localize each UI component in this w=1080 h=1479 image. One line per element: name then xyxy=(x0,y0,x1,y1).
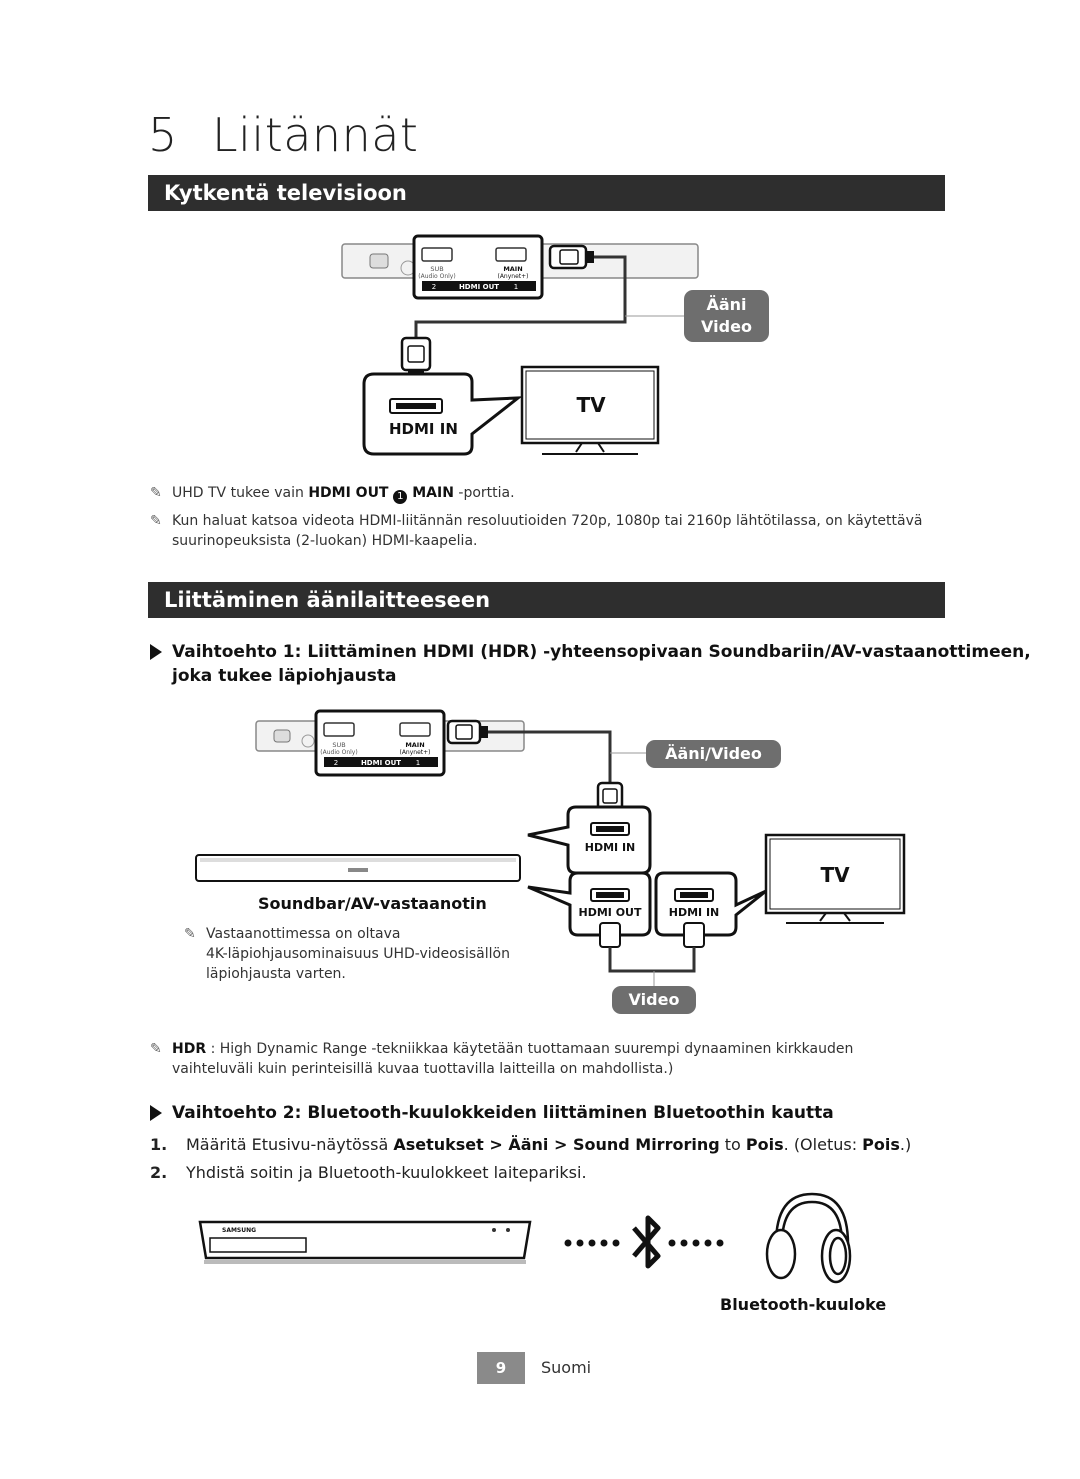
bluetooth-icon xyxy=(632,1215,661,1269)
port-main-label: MAIN xyxy=(503,265,522,273)
svg-text:TV: TV xyxy=(820,863,850,887)
power-port xyxy=(369,253,389,269)
triangle-bullet-icon xyxy=(150,644,162,660)
section-title-tv-connection: Kytkentä televisioon xyxy=(148,175,945,211)
svg-text:HDMI IN: HDMI IN xyxy=(585,841,636,854)
chapter-title: Liitännät xyxy=(212,108,419,162)
note-hdr: ✎ HDR : High Dynamic Range -tekniikkaa k… xyxy=(150,1041,854,1077)
port-sub-sublabel: (Audio Only) xyxy=(418,273,455,280)
tv-screen xyxy=(764,833,906,915)
hdmi-out-label: HDMI OUT xyxy=(459,283,499,291)
port-number-1: 1 xyxy=(514,283,518,291)
step-2: 2. Yhdistä soitin ja Bluetooth-kuulokkee… xyxy=(150,1163,587,1182)
page-number: 9 xyxy=(477,1352,525,1384)
note-pen-icon: ✎ xyxy=(150,513,162,529)
bluetooth-diagram: SAMSUNG xyxy=(198,1192,852,1284)
headphones-icon xyxy=(765,1192,852,1284)
language-label: Suomi xyxy=(541,1358,592,1377)
svg-text:HDMI OUT: HDMI OUT xyxy=(361,759,401,767)
bluetooth-headphone-label: Bluetooth-kuuloke xyxy=(720,1295,887,1314)
soundbar-hdmi-out-callout xyxy=(527,871,652,937)
hdmi-in-label: HDMI IN xyxy=(389,420,458,438)
hdmi-in-callout xyxy=(362,372,523,456)
step-1: 1. Määritä Etusivu-näytössä Asetukset > … xyxy=(150,1135,912,1154)
note-cable: ✎ Kun haluat katsoa videota HDMI-liitänn… xyxy=(150,513,923,549)
svg-text:(Audio Only): (Audio Only) xyxy=(320,749,357,756)
section-title-audio-connection: Liittäminen äänilaitteeseen xyxy=(148,582,945,618)
pill-line-audio: Ääni xyxy=(706,295,747,314)
note-pen-icon: ✎ xyxy=(150,1041,162,1057)
svg-text:SUB: SUB xyxy=(332,741,345,749)
tv-connection-diagram: SUB (Audio Only) MAIN (Anynet+) HDMI OUT… xyxy=(341,234,699,456)
triangle-bullet-icon xyxy=(150,1105,162,1121)
port-number-2: 2 xyxy=(432,283,436,291)
audio-video-pill: Ääni Video xyxy=(684,290,769,342)
note-uhd: ✎ UHD TV tukee vain HDMI OUT 1 MAIN -por… xyxy=(150,485,515,504)
tv-screen xyxy=(520,365,660,445)
hdmi-port-sub xyxy=(421,247,453,262)
svg-text:MAIN: MAIN xyxy=(405,741,424,749)
pill-line-video: Video xyxy=(701,317,752,336)
hdmi-out-strip xyxy=(422,281,536,291)
tv-hdmi-in-callout xyxy=(654,871,767,937)
hdmi-cable-to-soundbar xyxy=(488,730,612,783)
circled-number-icon: 1 xyxy=(393,490,408,504)
tv-stand xyxy=(786,912,884,924)
svg-text:2: 2 xyxy=(334,759,338,767)
svg-text:HDMI IN: HDMI IN xyxy=(669,906,720,919)
soundbar-connection-diagram: SUB (Audio Only) MAIN (Anynet+) HDMI OUT… xyxy=(195,709,906,989)
disc-tray xyxy=(209,1237,307,1253)
port-sub-label: SUB xyxy=(430,265,443,273)
tv-label: TV xyxy=(576,393,606,417)
port-main-sublabel: (Anynet+) xyxy=(497,273,528,280)
tv-stand xyxy=(542,442,638,455)
player-brand: SAMSUNG xyxy=(222,1227,256,1234)
svg-text:1: 1 xyxy=(416,759,420,767)
soundbar-hdmi-in-callout xyxy=(527,805,652,875)
note-pen-icon: ✎ xyxy=(150,485,162,501)
svg-text:(Anynet+): (Anynet+) xyxy=(399,749,430,756)
option2-heading: Vaihtoehto 2: Bluetooth-kuulokkeiden lii… xyxy=(150,1101,950,1127)
bluray-player xyxy=(198,1220,532,1260)
option1-heading: Vaihtoehto 1: Liittäminen HDMI (HDR) -yh… xyxy=(150,640,1031,690)
audio-video-pill-2: Ääni/Video xyxy=(646,740,781,768)
hdmi-cable xyxy=(414,255,627,338)
connection-dots xyxy=(564,1239,724,1247)
chapter-number: 5 xyxy=(148,108,178,162)
video-pill: Video xyxy=(612,986,696,1014)
hdmi-cable-to-tv xyxy=(608,947,696,973)
soundbar-label: Soundbar/AV-vastaanotin xyxy=(258,894,487,913)
note-pen-icon: ✎ xyxy=(184,926,196,942)
svg-text:HDMI OUT: HDMI OUT xyxy=(579,906,642,919)
hdmi-port-main xyxy=(495,247,527,262)
